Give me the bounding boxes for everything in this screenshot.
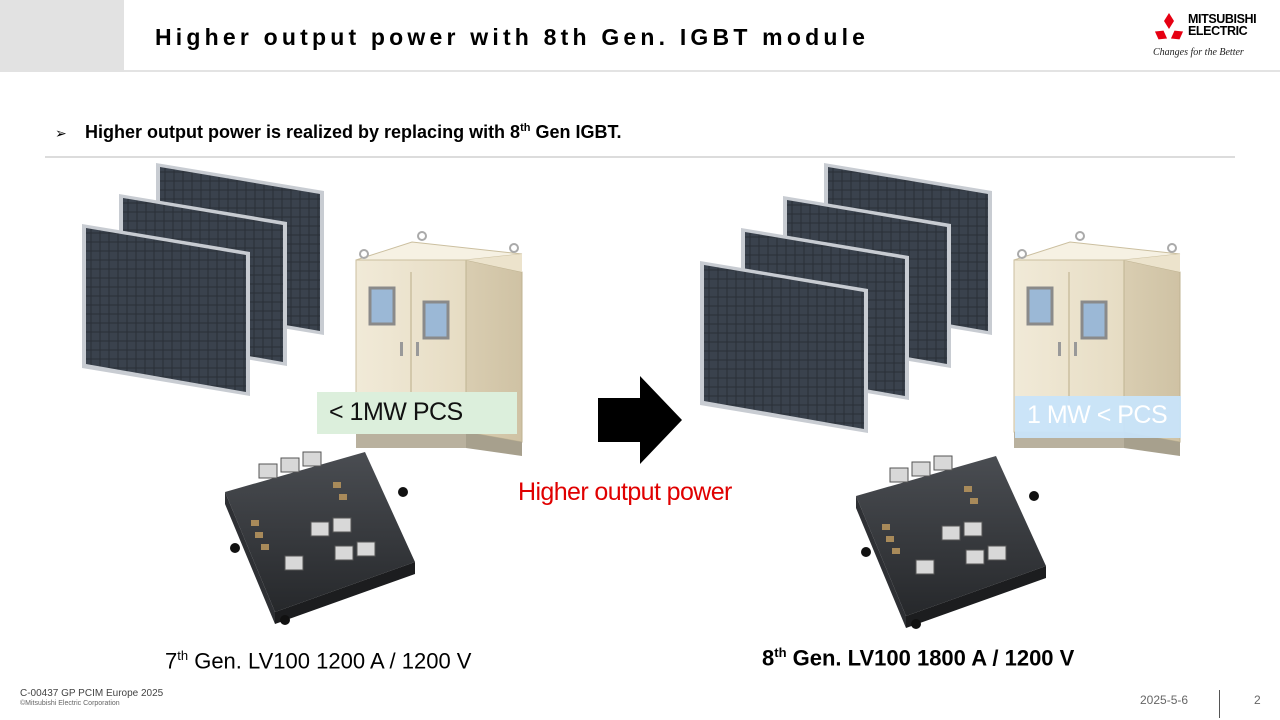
logo-word-line2: ELECTRIC — [1188, 24, 1248, 38]
document-code: C-00437 GP PCIM Europe 2025 — [20, 688, 164, 699]
slide-title: Higher output power with 8th Gen. IGBT m… — [155, 24, 870, 50]
caption-7th-gen-sup: th — [177, 648, 189, 663]
caption-8th-gen-sup: th — [774, 645, 787, 660]
igbt-module-7th-gen — [224, 451, 416, 626]
caption-7th-gen: 7th Gen. LV100 1200 A / 1200 V — [165, 648, 471, 674]
solar-panels-left — [82, 163, 324, 396]
bullet-text-tail: Gen IGBT. — [530, 122, 622, 142]
divider-line — [45, 156, 1235, 158]
igbt-module-8th-gen — [855, 455, 1047, 630]
caption-7th-gen-number: 7 — [165, 648, 178, 674]
caption-7th-gen-text: Gen. LV100 1200 A / 1200 V — [188, 648, 472, 674]
logo-word-line1: MITSUBISHI — [1188, 12, 1257, 26]
title-band: Higher output power with 8th Gen. IGBT m… — [0, 0, 1280, 72]
logo-tagline: Changes for the Better — [1153, 47, 1244, 58]
caption-8th-gen-text: Gen. LV100 1800 A / 1200 V — [786, 645, 1075, 671]
copyright-notice: ©Mitsubishi Electric Corporation — [20, 700, 120, 707]
bullet-text-main: Higher output power is realized by repla… — [85, 122, 521, 142]
mitsubishi-logo: MITSUBISHI ELECTRIC Changes for the Bett… — [1150, 10, 1268, 62]
title-accent-tab — [0, 0, 124, 72]
solar-panels-right — [700, 163, 992, 433]
three-diamonds-icon — [1154, 13, 1184, 40]
pcs-label-right: 1 MW < PCS — [1015, 396, 1181, 438]
higher-output-label: Higher output power — [518, 478, 732, 506]
caption-8th-gen: 8th Gen. LV100 1800 A / 1200 V — [762, 645, 1074, 671]
bullet-point: ➢ Higher output power is realized by repl… — [55, 122, 621, 143]
arrow-bullet-icon: ➢ — [55, 125, 67, 141]
footer-separator — [1219, 690, 1220, 718]
right-arrow-icon — [598, 376, 682, 464]
bullet-superscript: th — [520, 122, 531, 134]
caption-8th-gen-number: 8 — [762, 645, 775, 671]
pcs-label-left: < 1MW PCS — [317, 392, 517, 434]
page-number: 2 — [1254, 693, 1261, 707]
slide-date: 2025-5-6 — [1140, 693, 1189, 707]
